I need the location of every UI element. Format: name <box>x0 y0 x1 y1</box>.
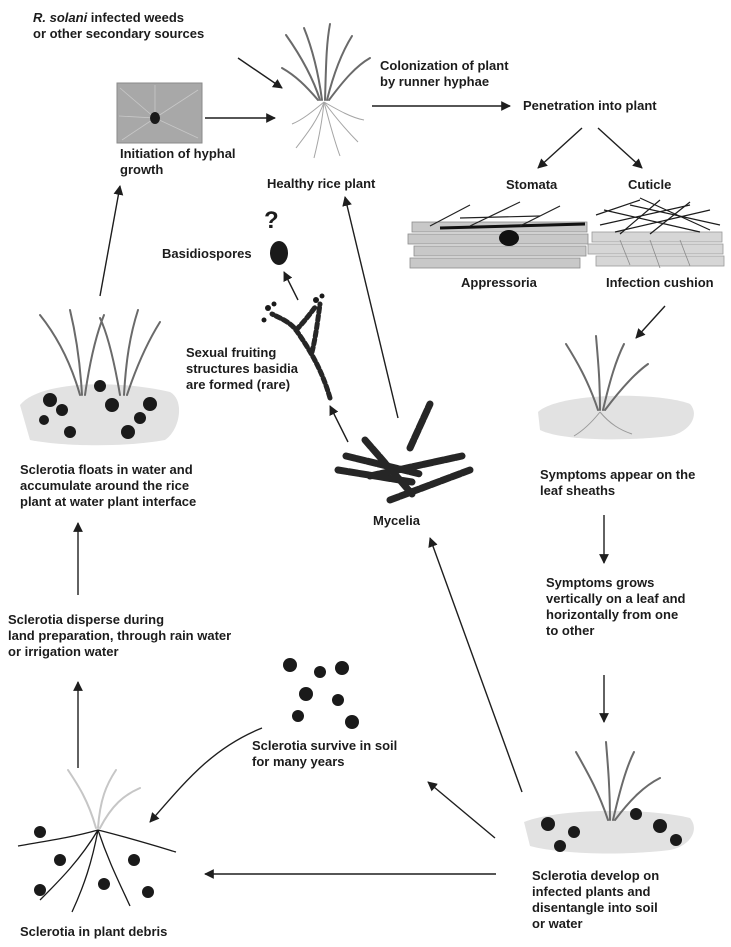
arrow-mycelia-to-healthy <box>345 197 398 418</box>
label-appressoria: Appressoria <box>461 275 537 291</box>
arrow-penetration-to-cuticle <box>598 128 642 168</box>
soil-sclerotia-illustration <box>283 658 359 729</box>
hyphal-growth-photo <box>117 83 202 143</box>
label-penetration: Penetration into plant <box>523 98 657 114</box>
arrow-source-to-healthy <box>238 58 282 88</box>
label-secondary-sources: R. solani infected weeds or other second… <box>33 10 204 42</box>
mycelia-illustration <box>338 404 470 500</box>
label-mycelia: Mycelia <box>373 513 420 529</box>
label-infection-cushion: Infection cushion <box>606 275 714 291</box>
label-symptoms-grow: Symptoms grows vertically on a leaf and … <box>546 575 685 639</box>
label-healthy-rice-plant: Healthy rice plant <box>267 176 375 192</box>
arrow-infection-to-symptoms <box>636 306 665 338</box>
arrow-penetration-to-stomata <box>538 128 582 168</box>
stomata-illustration <box>408 202 588 268</box>
healthy-rice-plant-illustration <box>282 24 370 158</box>
cuticle-illustration <box>588 198 724 268</box>
label-sclerotia-debris: Sclerotia in plant debris <box>20 924 167 940</box>
label-sclerotia-develop: Sclerotia develop on infected plants and… <box>532 868 659 932</box>
label-initiation-hyphal-growth: Initiation of hyphal growth <box>120 146 236 178</box>
arrow-develop-to-survive <box>428 782 495 838</box>
label-sclerotia-disperse: Sclerotia disperse during land preparati… <box>8 612 231 660</box>
pathogen-name: R. solani <box>33 10 87 25</box>
label-symptoms-appear: Symptoms appear on the leaf sheaths <box>540 467 695 499</box>
arrow-sexual-to-basidiospores <box>284 272 298 300</box>
label-stomata: Stomata <box>506 177 557 193</box>
arrow-develop-to-mycelia <box>430 538 522 792</box>
sclerotia-on-plant-illustration <box>524 742 694 853</box>
arrow-survive-to-debris <box>150 728 262 822</box>
symptomatic-plant-illustration <box>538 336 694 439</box>
basidiospore-illustration <box>270 241 288 265</box>
label-cuticle: Cuticle <box>628 177 671 193</box>
label-sclerotia-float: Sclerotia floats in water and accumulate… <box>20 462 196 510</box>
plant-debris-illustration <box>18 770 176 912</box>
question-mark: ? <box>264 207 279 235</box>
label-sclerotia-survive: Sclerotia survive in soil for many years <box>252 738 397 770</box>
label-basidiospores: Basidiospores <box>162 246 252 262</box>
label-sexual-fruiting-structures: Sexual fruiting structures basidia are f… <box>186 345 298 393</box>
arrow-float-to-initiation <box>100 186 120 296</box>
floating-sclerotia-illustration <box>20 310 179 445</box>
arrow-mycelia-to-sexual <box>330 406 348 442</box>
label-colonization: Colonization of plant by runner hyphae <box>380 58 509 90</box>
